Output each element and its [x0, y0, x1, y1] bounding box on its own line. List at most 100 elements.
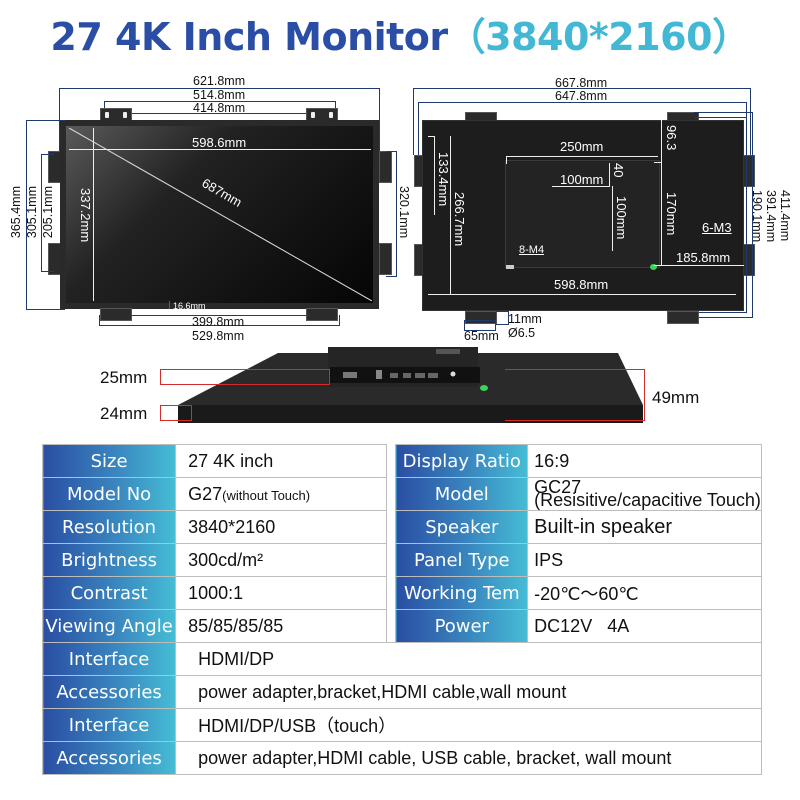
- spec-label: Model: [395, 477, 529, 511]
- spec-label: Working Tem: [395, 576, 529, 610]
- spec-table: Size 27 4K inch Display Ratio 16:9 Model…: [41, 444, 762, 775]
- table-row: Viewing Angle 85/85/85/85 Power DC12V 4A: [41, 609, 762, 643]
- line-100v: [612, 186, 613, 251]
- spec-label: Resolution: [41, 510, 177, 544]
- depth-marker-25: [160, 369, 330, 385]
- model-value: G27: [188, 483, 223, 504]
- dim-190: 190.1mm: [750, 190, 764, 243]
- spec-value: -20℃～60℃: [527, 576, 762, 610]
- table-row: Brightness 300cd/m² Panel Type IPS: [41, 543, 762, 577]
- table-row: Contrast 1000:1 Working Tem -20℃～60℃: [41, 576, 762, 610]
- spec-value: HDMI/DP: [175, 642, 762, 676]
- table-gap: [386, 510, 397, 544]
- dim-hole: Ø6.5: [508, 326, 536, 340]
- dim-96: 96.3: [664, 125, 679, 151]
- title-main: 27 4K Inch Monitor: [50, 15, 448, 59]
- spec-value: power adapter,bracket,HDMI cable,wall mo…: [175, 675, 762, 709]
- line-185: [654, 265, 744, 266]
- dim-line-621: [59, 88, 380, 151]
- line-40: [609, 163, 610, 187]
- spec-value: 16:9: [527, 444, 762, 478]
- spec-label: Model No: [41, 477, 177, 511]
- control-board-box: [505, 160, 660, 268]
- bezel-marker: [169, 301, 170, 309]
- dim-line-411: [694, 112, 753, 318]
- dim-250: 250mm: [560, 139, 604, 154]
- dim-514: 514.8mm: [193, 88, 246, 102]
- dim-337: 337.2mm: [78, 188, 93, 243]
- dim-line-305: [41, 154, 54, 272]
- dim-170: 170mm: [664, 192, 679, 236]
- spec-value: HDMI/DP/USB（touch）: [175, 708, 762, 742]
- table-gap: [386, 477, 397, 511]
- dim-line-399: [129, 315, 310, 316]
- line-598-8: [428, 294, 736, 295]
- spec-label: Interface: [41, 642, 177, 676]
- line-100h: [552, 186, 610, 187]
- side-monitor-image: [178, 347, 643, 423]
- spec-label: Viewing Angle: [41, 609, 177, 643]
- dim-line-391: [694, 117, 747, 313]
- table-gap: [386, 444, 397, 478]
- spec-value: DC12V 4A: [527, 609, 762, 643]
- depth-marker-49: [505, 369, 645, 421]
- spec-label: Contrast: [41, 576, 177, 610]
- spec-label: Size: [41, 444, 177, 478]
- line-96: [661, 120, 662, 162]
- spec-value: power adapter,HDMI cable, USB cable, bra…: [175, 741, 762, 775]
- dim-40: 40: [611, 163, 626, 178]
- bracket-bottom-right: [306, 308, 338, 321]
- table-row: Interface HDMI/DP/USB（touch）: [41, 708, 762, 742]
- dim-305: 305.1mm: [25, 186, 39, 239]
- line-250-tick: [506, 156, 507, 164]
- dim-25: 25mm: [100, 368, 148, 387]
- dim-16-6: 16.6mm: [173, 301, 206, 311]
- dim-line-414: [127, 113, 311, 114]
- dim-49: 49mm: [652, 388, 700, 407]
- dim-65: 65mm: [464, 329, 499, 343]
- spec-value: GC27(Resisitive/capacitive Touch): [527, 477, 762, 511]
- spec-value: G27(without Touch): [175, 477, 388, 511]
- dim-line-365: [26, 120, 65, 310]
- dim-647: 647.8mm: [555, 89, 608, 103]
- line-170: [661, 163, 662, 266]
- spec-value: 3840*2160: [175, 510, 388, 544]
- model-value: GC27: [534, 477, 582, 497]
- spec-value: Built-in speaker: [527, 510, 762, 544]
- line-170-top: [654, 162, 662, 163]
- line-266: [450, 136, 451, 294]
- table-row: Resolution 3840*2160 Speaker Built-in sp…: [41, 510, 762, 544]
- diagonal-line: [69, 128, 372, 301]
- line-133-top: [428, 136, 435, 137]
- table-gap: [386, 609, 397, 643]
- dim-line-529: [99, 315, 340, 326]
- dim-391: 391.4mm: [764, 190, 778, 243]
- bracket-bottom-left: [100, 308, 132, 321]
- spec-label: Display Ratio: [395, 444, 529, 478]
- dim-621: 621.8mm: [193, 74, 246, 88]
- dim-line-65: [464, 320, 496, 331]
- spec-label: Accessories: [41, 675, 177, 709]
- dim-m4: 8-M4: [519, 244, 545, 256]
- dim-365: 365.4mm: [9, 186, 23, 239]
- dim-598-6: 598.6mm: [192, 135, 247, 150]
- dim-414: 414.8mm: [193, 101, 246, 115]
- title-resolution: （3840*2160）: [447, 15, 750, 59]
- model-note: (Resisitive/capacitive Touch): [534, 490, 761, 510]
- dim-line-667: [413, 88, 751, 155]
- dim-133: 133.4mm: [436, 152, 451, 207]
- table-row: Model No G27(without Touch) Model GC27(R…: [41, 477, 762, 511]
- model-note: (without Touch): [222, 487, 311, 503]
- spec-label: Brightness: [41, 543, 177, 577]
- dim-100v: 100mm: [614, 196, 629, 240]
- spec-label: Interface: [41, 708, 177, 742]
- dim-399: 399.8mm: [192, 315, 245, 329]
- dim-11: 11mm: [508, 312, 542, 326]
- dim-line-11: [496, 311, 509, 325]
- back-bracket-bottom-right: [667, 311, 699, 324]
- spec-label: Accessories: [41, 741, 177, 775]
- spec-value: 300cd/m²: [175, 543, 388, 577]
- table-row: Accessories power adapter,bracket,HDMI c…: [41, 675, 762, 709]
- table-row: Accessories power adapter,HDMI cable, US…: [41, 741, 762, 775]
- power-led: [650, 264, 657, 270]
